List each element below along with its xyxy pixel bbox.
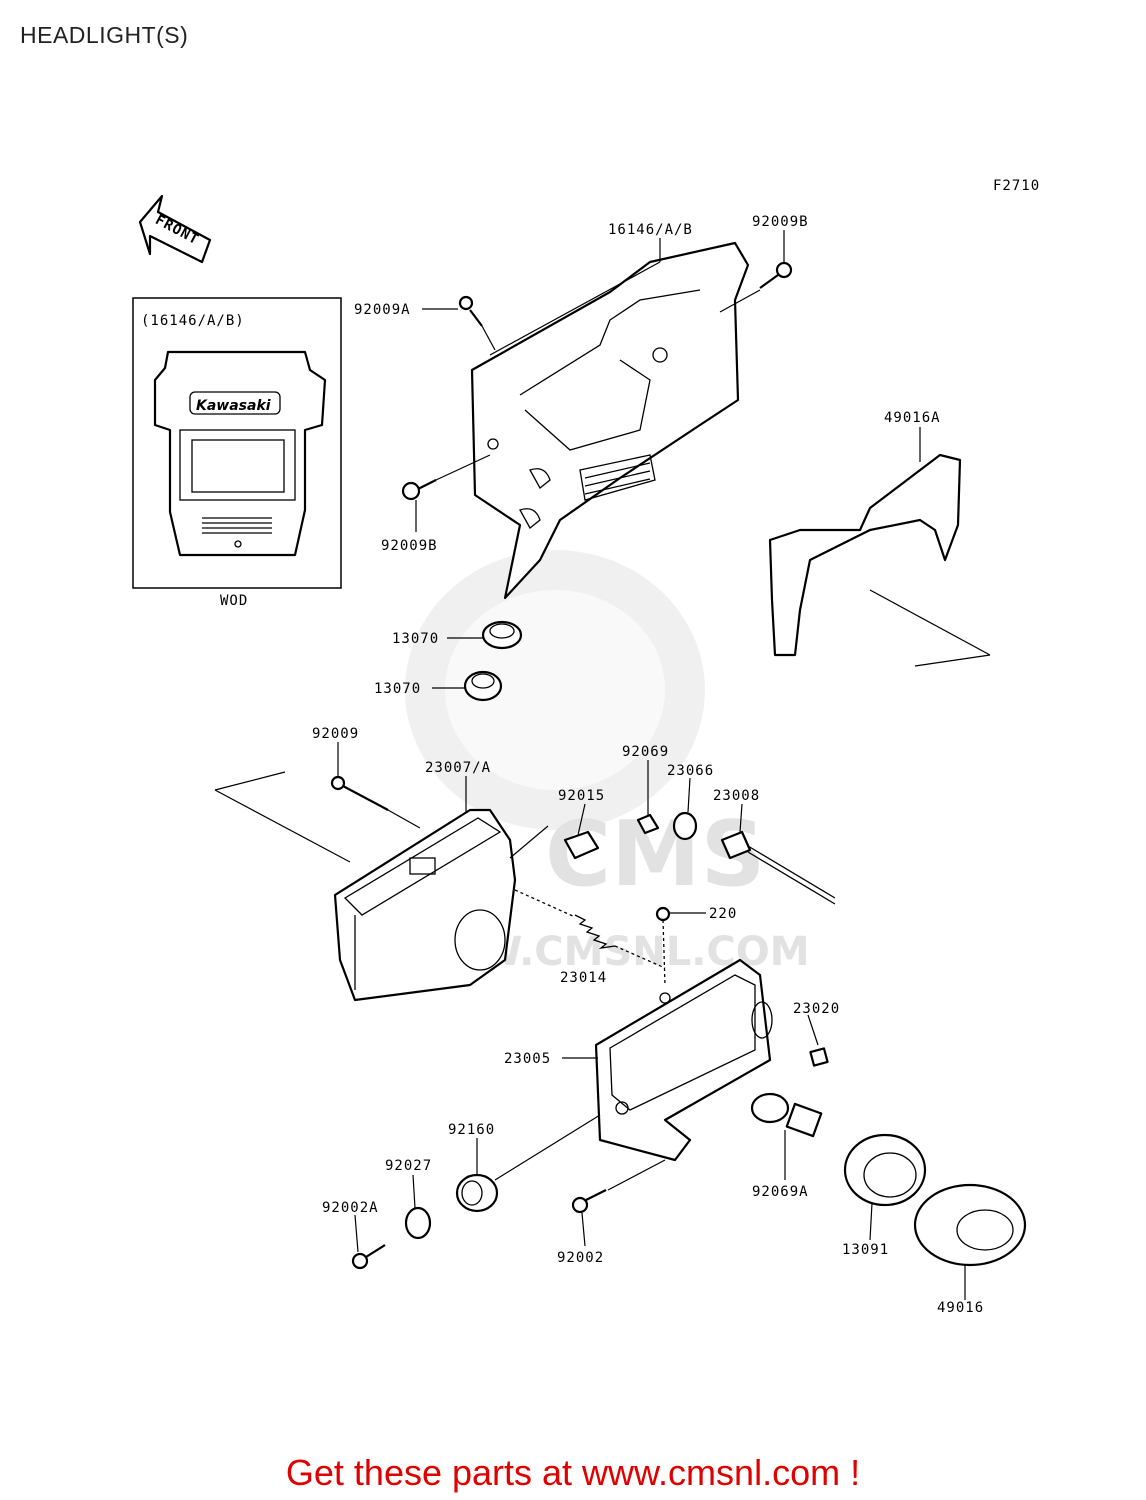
label-92069: 92069 (622, 744, 669, 760)
label-23008: 23008 (713, 788, 760, 804)
label-23007: 23007/A (425, 760, 491, 776)
socket-cover-13091-icon (843, 1133, 927, 1207)
figure-code: F2710 (993, 178, 1040, 194)
inset-variant-box: (16146/A/B) Kawasaki WOD (132, 297, 342, 609)
dust-cover-49016-icon (913, 1183, 1027, 1267)
leader-lines (337, 230, 966, 1300)
promo-link[interactable]: Get these parts at www.cmsnl.com ! (285, 1452, 861, 1493)
label-92009a: 92009A (354, 302, 411, 318)
label-92027: 92027 (385, 1158, 432, 1174)
grommet-23066-icon (672, 811, 698, 841)
front-arrow-icon: FRONT (138, 194, 212, 264)
bulb-92069a-icon (750, 1092, 823, 1138)
label-92009b-top: 92009B (752, 214, 809, 230)
label-23020: 23020 (793, 1001, 840, 1017)
label-92009: 92009 (312, 726, 359, 742)
label-49016a: 49016A (884, 410, 941, 426)
headlight-unit-23007 (214, 771, 549, 1002)
screw-220-icon (655, 906, 671, 986)
nut-23020-icon (809, 1047, 829, 1067)
bracket-49016a (768, 453, 991, 667)
label-92002a: 92002A (322, 1200, 379, 1216)
label-23014: 23014 (560, 970, 607, 986)
label-49016: 49016 (937, 1300, 984, 1316)
label-13091: 13091 (842, 1242, 889, 1258)
inset-title: (16146/A/B) (141, 313, 245, 329)
bolt-92002a-icon (351, 1244, 386, 1270)
label-92015: 92015 (558, 788, 605, 804)
label-23066: 23066 (667, 763, 714, 779)
clip-92015-icon (563, 830, 600, 860)
label-23005: 23005 (504, 1051, 551, 1067)
headlight-cowl (470, 241, 750, 600)
label-92069a: 92069A (752, 1184, 809, 1200)
screw-92009-icon (330, 775, 389, 811)
grommet-13070-b-icon (463, 670, 503, 702)
screw-92009b-top-icon (759, 261, 793, 289)
spring-23014-icon (514, 889, 666, 969)
label-220: 220 (709, 906, 737, 922)
label-92160: 92160 (448, 1122, 495, 1138)
inset-caption: WOD (220, 593, 248, 609)
label-13070-b: 13070 (374, 681, 421, 697)
inset-logo-text: Kawasaki (196, 398, 271, 414)
rim-23005 (594, 958, 773, 1162)
label-92002: 92002 (557, 1250, 604, 1266)
collar-92027-icon (404, 1206, 432, 1240)
bulb-92069-icon (636, 813, 660, 835)
socket-23008-icon (720, 830, 836, 905)
page-title: HEADLIGHT(S) (20, 22, 189, 48)
grommet-92160-icon (455, 1114, 601, 1213)
label-16146: 16146/A/B (608, 222, 693, 238)
grommet-13070-a-icon (481, 620, 523, 650)
label-92009b-left: 92009B (381, 538, 438, 554)
bolt-92002-icon (571, 1159, 666, 1214)
screw-92009b-left-icon (401, 479, 437, 501)
label-13070-a: 13070 (392, 631, 439, 647)
screw-92009a-icon (458, 295, 483, 327)
